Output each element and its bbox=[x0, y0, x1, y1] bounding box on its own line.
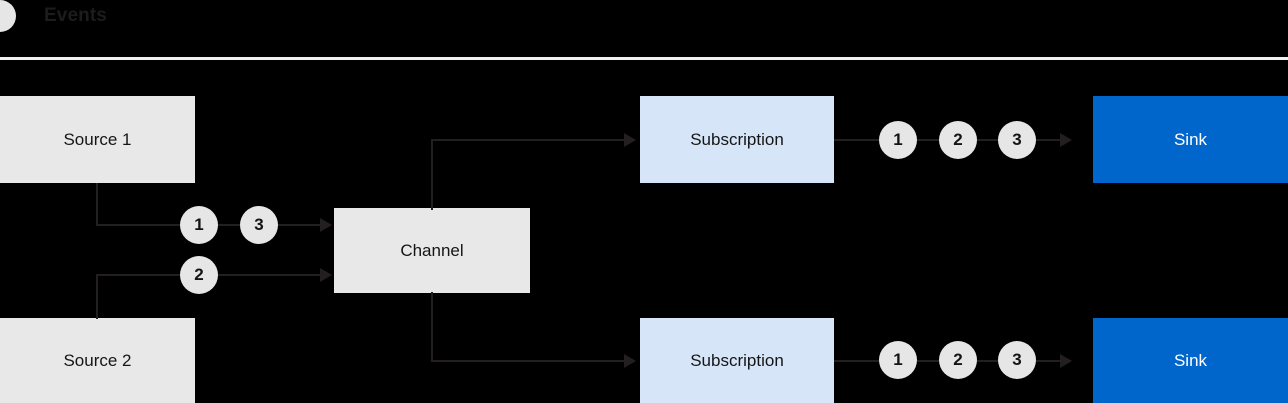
arrowhead-subscription-bottom-to-sink bbox=[1060, 354, 1072, 368]
node-source-2-label: Source 2 bbox=[63, 350, 132, 370]
node-sink-top-label: Sink bbox=[1173, 129, 1208, 149]
node-sink-bottom-label: Sink bbox=[1173, 350, 1208, 370]
event-token: 1 bbox=[180, 206, 218, 244]
event-token-circle-icon bbox=[0, 0, 16, 32]
event-token: 3 bbox=[998, 121, 1036, 159]
node-channel-label: Channel bbox=[400, 240, 464, 260]
event-token: 1 bbox=[879, 341, 917, 379]
node-source-1: Source 1 bbox=[0, 96, 195, 183]
connector-source1-drop bbox=[96, 183, 98, 226]
event-token: 2 bbox=[939, 121, 977, 159]
arrowhead-channel-to-subscription-top bbox=[624, 133, 636, 147]
node-channel: Channel bbox=[334, 208, 530, 293]
arrowhead-subscription-top-to-sink bbox=[1060, 133, 1072, 147]
node-sink-top: Sink bbox=[1093, 96, 1288, 183]
event-token: 2 bbox=[939, 341, 977, 379]
connector-channel-to-subscription-bottom bbox=[431, 360, 626, 362]
event-token: 2 bbox=[180, 256, 218, 294]
event-token: 3 bbox=[998, 341, 1036, 379]
header-divider bbox=[0, 57, 1288, 60]
arrowhead-source2-to-channel bbox=[320, 268, 332, 282]
event-token: 1 bbox=[879, 121, 917, 159]
connector-source2-rise bbox=[96, 274, 98, 319]
connector-channel-to-subscription-top bbox=[431, 139, 626, 141]
connector-channel-up bbox=[431, 140, 433, 210]
node-subscription-top-label: Subscription bbox=[690, 129, 784, 149]
event-token: 3 bbox=[240, 206, 278, 244]
node-source-1-label: Source 1 bbox=[63, 129, 132, 149]
legend-label: Events bbox=[44, 5, 107, 26]
node-subscription-bottom: Subscription bbox=[640, 318, 834, 403]
node-subscription-top: Subscription bbox=[640, 96, 834, 183]
arrowhead-source1-to-channel bbox=[320, 218, 332, 232]
arrowhead-channel-to-subscription-bottom bbox=[624, 354, 636, 368]
node-subscription-bottom-label: Subscription bbox=[690, 350, 784, 370]
node-source-2: Source 2 bbox=[0, 318, 195, 403]
node-sink-bottom: Sink bbox=[1093, 318, 1288, 403]
connector-channel-down bbox=[431, 292, 433, 362]
